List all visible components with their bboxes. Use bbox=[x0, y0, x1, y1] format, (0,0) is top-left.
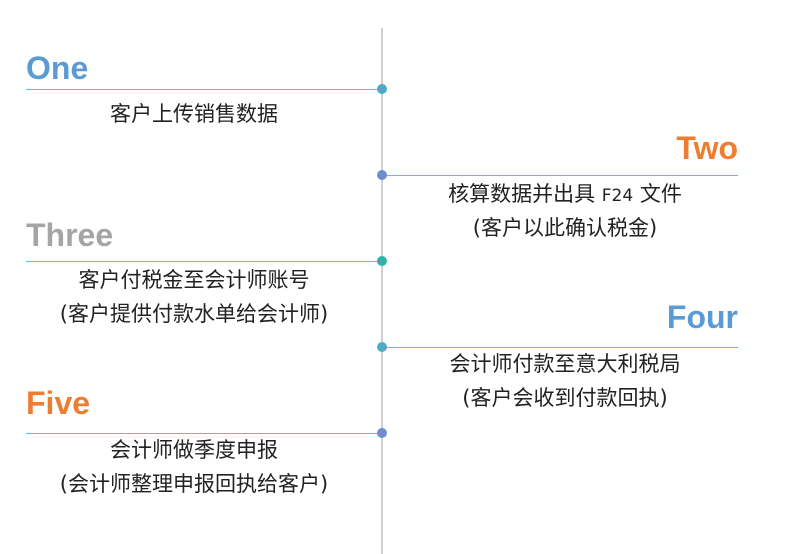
step-three-text-2: (客户提供付款水单给会计师) bbox=[59, 302, 329, 326]
step-three-text-1: 客户付税金至会计师账号 bbox=[78, 268, 310, 292]
step-four-dot bbox=[377, 342, 387, 352]
step-four-text-1: 会计师付款至意大利税局 bbox=[449, 352, 681, 376]
step-one-text: 客户上传销售数据 bbox=[110, 102, 278, 126]
step-one-dot bbox=[377, 84, 387, 94]
step-four-line bbox=[382, 347, 738, 348]
step-two-text-1: 核算数据并出具 F24 文件 bbox=[392, 177, 738, 211]
step-four-title: Four bbox=[666, 299, 738, 335]
step-four-text-2: (客户会收到付款回执) bbox=[462, 386, 668, 410]
step-two-line bbox=[382, 175, 738, 176]
step-one-title: One bbox=[26, 50, 89, 86]
step-three-description: 客户付税金至会计师账号 (客户提供付款水单给会计师) bbox=[26, 263, 362, 331]
step-five-text-1: 会计师做季度申报 bbox=[110, 438, 278, 462]
step-five-line bbox=[26, 433, 382, 434]
step-two-text-2: (客户以此确认税金) bbox=[472, 216, 658, 240]
step-two-text-1b: 文件 bbox=[639, 182, 682, 206]
step-one-line bbox=[26, 89, 382, 90]
step-two-description: 核算数据并出具 F24 文件 (客户以此确认税金) bbox=[392, 177, 738, 245]
step-three-dot bbox=[377, 256, 387, 266]
step-one-description: 客户上传销售数据 bbox=[26, 97, 362, 131]
timeline-axis bbox=[381, 28, 383, 554]
step-five-title: Five bbox=[26, 385, 91, 421]
step-five-text-2: (会计师整理申报回执给客户) bbox=[59, 472, 329, 496]
step-two-title: Two bbox=[676, 130, 738, 166]
step-four-description: 会计师付款至意大利税局 (客户会收到付款回执) bbox=[392, 347, 738, 415]
step-three-line bbox=[26, 261, 382, 262]
step-three-title: Three bbox=[26, 217, 114, 253]
step-two-dot bbox=[377, 170, 387, 180]
step-five-dot bbox=[377, 428, 387, 438]
step-two-file-code: F24 bbox=[601, 186, 634, 206]
step-two-text-1a: 核算数据并出具 bbox=[448, 182, 596, 206]
step-five-description: 会计师做季度申报 (会计师整理申报回执给客户) bbox=[26, 433, 362, 501]
